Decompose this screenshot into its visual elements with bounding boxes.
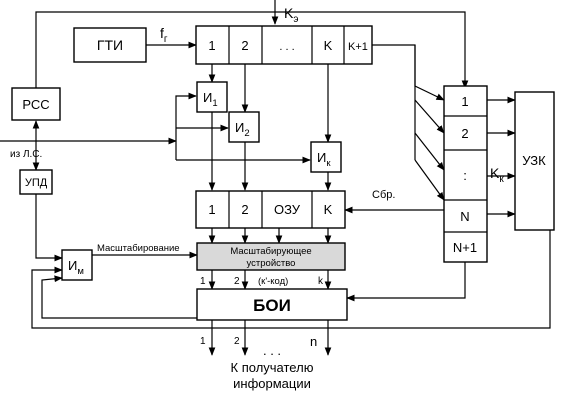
output-caption-line2: информации — [233, 376, 311, 391]
input-to-i1 — [175, 92, 197, 141]
gate-ik — [310, 141, 342, 173]
rss-block — [11, 87, 61, 121]
n1-to-boi — [346, 262, 466, 302]
uzk-block — [514, 91, 555, 231]
k1-to-register-line — [372, 44, 445, 101]
output-caption-line1: К получателю — [231, 360, 314, 375]
upd-to-im — [35, 194, 63, 262]
register-cell: N — [460, 209, 469, 224]
ozu-cell: K — [324, 202, 333, 217]
gate-im-label: Им — [68, 258, 84, 277]
scaling-device — [196, 242, 346, 271]
side-arrow-4 — [414, 159, 445, 201]
top-counter: 1 2 . . . K K+1 — [195, 25, 373, 65]
register-cell: N+1 — [453, 240, 477, 255]
gate-i2 — [228, 111, 260, 143]
gate-ik-label: Ик — [317, 150, 331, 169]
output-label: 2 — [234, 336, 240, 347]
scaling-device-label-2: устройство — [247, 258, 296, 269]
gti-block — [73, 27, 147, 63]
gate-i1-label: И1 — [203, 90, 218, 109]
kk-signal: Kк — [490, 165, 504, 185]
upd-label: УПД — [25, 177, 48, 189]
output-label: n — [310, 334, 317, 349]
ozu-cell: 1 — [208, 202, 215, 217]
boi-block — [196, 288, 348, 321]
ke-signal: Kэ — [284, 5, 298, 25]
ozu-cell: ОЗУ — [274, 202, 301, 217]
scale-out-label: 1 — [200, 276, 206, 287]
counter-cell: 1 — [208, 38, 215, 53]
boi-feedback-line — [41, 275, 197, 319]
gti-label: ГТИ — [97, 37, 123, 53]
scale-out-label: 2 — [234, 276, 240, 287]
scaling-signal-label: Масштабирование — [97, 243, 180, 254]
ozu-frame — [195, 190, 346, 229]
uzk-label: УЗК — [522, 153, 546, 168]
side-arrow-3 — [414, 132, 445, 171]
register-cell: 2 — [461, 126, 468, 141]
output-dots: . . . — [263, 343, 281, 358]
upd-block — [19, 169, 53, 195]
gate-im — [61, 249, 93, 281]
input-source-label: из Л.С. — [10, 149, 42, 160]
counter-cell: 2 — [241, 38, 248, 53]
scaling-device-label-1: Масштабирующее — [230, 246, 311, 257]
output-label: 1 — [200, 336, 206, 347]
connections — [0, 0, 551, 356]
register-cell: : — [463, 168, 467, 183]
scale-out-label: (к'-код) — [258, 276, 288, 287]
fg-signal: fг — [160, 25, 168, 45]
counter-cell: . . . — [279, 41, 294, 53]
side-arrow-2 — [414, 99, 445, 134]
ozu-block: 1 2 ОЗУ K — [195, 190, 346, 229]
reset-label: Сбр. — [372, 189, 395, 201]
gate-i1 — [196, 81, 228, 113]
ozu-cell: 2 — [241, 202, 248, 217]
register-cell: 1 — [461, 94, 468, 109]
right-register-frame — [443, 85, 488, 263]
right-register: 1 2 : N N+1 — [443, 85, 488, 263]
uzk-feedback-line — [31, 176, 551, 329]
rss-label: РСС — [22, 97, 49, 112]
rss-to-register-line — [35, 11, 469, 89]
counter-cell: K+1 — [348, 41, 368, 53]
counter-cell: K — [324, 38, 333, 53]
boi-label: БОИ — [253, 296, 291, 315]
top-counter-frame — [195, 25, 373, 65]
scale-out-label: k — [318, 276, 324, 287]
gate-i2-label: И2 — [235, 120, 250, 139]
